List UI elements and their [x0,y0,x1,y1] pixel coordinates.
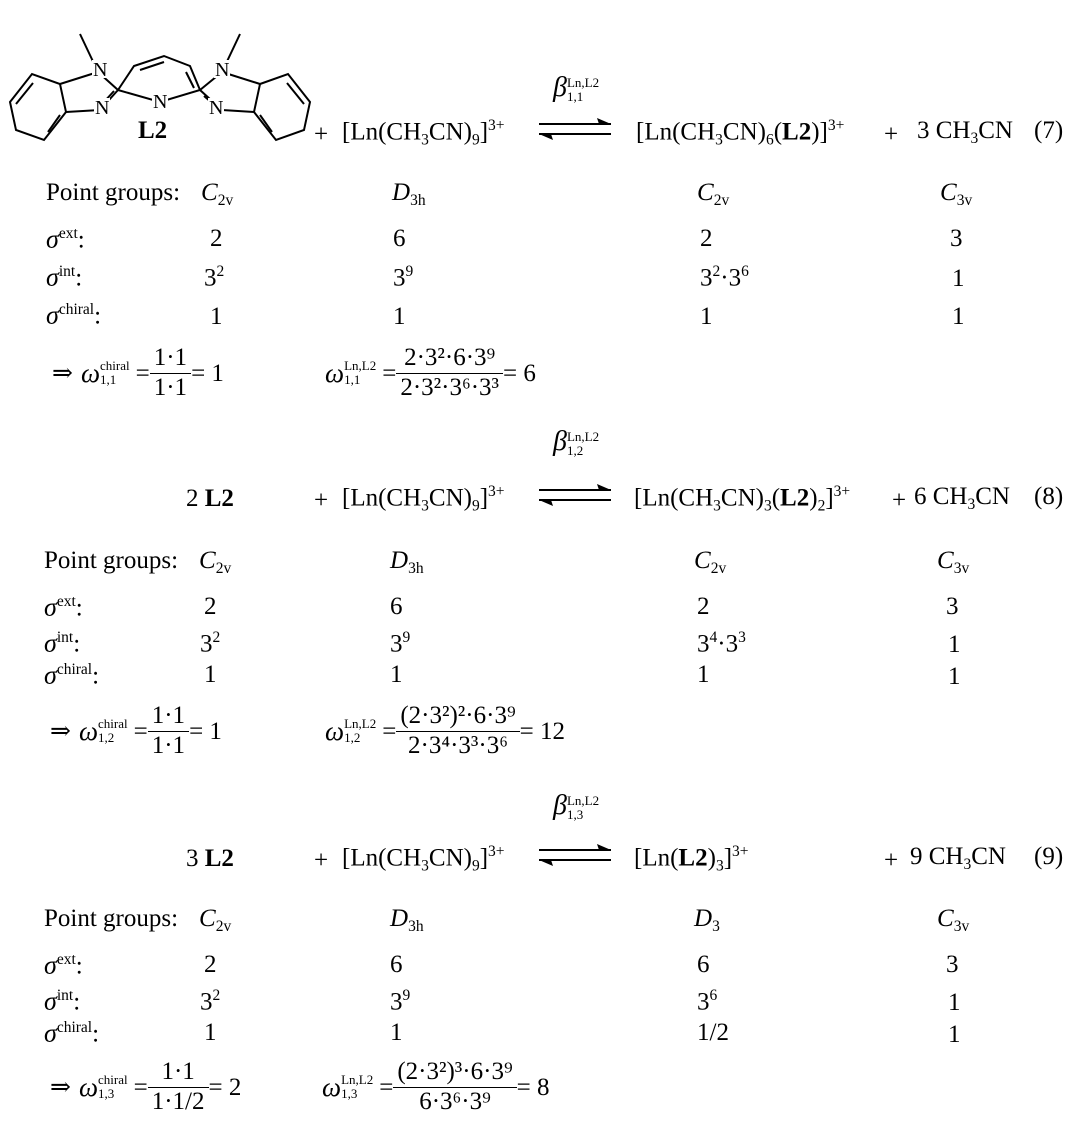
eq9-int-2: 36 [697,987,718,1016]
eq8-product: [Ln(CH3CN)3(L2)2]3+ [634,483,851,515]
eq8-plus: + [314,487,329,514]
eq9-byproduct: 9 CH3CN [910,843,1006,873]
eq8-pg-1: D3h [390,547,424,577]
eq9-product: [Ln(L2)3]3+ [634,843,749,875]
eq7-int-3: 1 [952,265,965,292]
eq7-chiral-1: 1 [393,303,406,330]
eq8-point-groups-label: Point groups: [44,547,179,574]
eq8-number: (8) [1034,483,1064,510]
eq7-pg-2: C2v [697,179,730,209]
eq7-plus2: + [884,121,899,148]
eq8-ext-0: 2 [204,593,217,620]
eq9-point-groups-label: Point groups: [44,905,179,932]
atom-n-pyridine: N [153,91,167,113]
eq8-plus2: + [892,487,907,514]
eq7-sigma-int-label: σint: [46,262,83,292]
eq8-int-0: 32 [200,629,221,658]
eq8-ext-1: 6 [390,593,403,620]
eq8-int-1: 39 [390,629,411,658]
eq7-ext-1: 6 [393,225,406,252]
eq7-int-0: 32 [204,263,225,292]
eq9-plus: + [314,847,329,874]
eq9-pg-2: D3 [694,905,720,935]
atom-n-left-upper: N [93,59,107,81]
atom-n-right-lower: N [209,97,223,119]
eq9-sigma-ext-label: σext: [44,950,83,980]
eq7-sigma-ext-label: σext: [46,224,85,254]
eq9-sigma-chiral-label: σchiral: [44,1018,100,1048]
eq8-chiral-1: 1 [390,661,403,688]
eq9-number: (9) [1034,843,1064,870]
eq9-chiral-0: 1 [204,1019,217,1046]
eq7-ext-3: 3 [950,225,963,252]
eq7-point-groups-label: Point groups: [46,179,181,206]
eq9-chiral-3: 1 [948,1021,961,1048]
eq8-pg-2: C2v [694,547,727,577]
eq7-int-2: 32·36 [700,263,749,292]
eq7-number: (7) [1034,117,1064,144]
eq9-ext-3: 3 [946,951,959,978]
eq9-pg-1: D3h [390,905,424,935]
eq7-sigma-chiral-label: σchiral: [46,300,102,330]
eq7-product: [Ln(CH3CN)6(L2)]3+ [636,117,845,149]
eq9-ligand: 3 L2 [186,845,234,872]
eq8-ext-2: 2 [697,593,710,620]
eq9-plus2: + [884,847,899,874]
eq8-sigma-ext-label: σext: [44,592,83,622]
eq9-int-0: 32 [200,987,221,1016]
eq8-reagent: [Ln(CH3CN)9]3+ [342,483,505,515]
eq7-pg-3: C3v [940,179,973,209]
eq7-int-1: 39 [393,263,414,292]
eq8-chiral-0: 1 [204,661,217,688]
eq8-equilibrium-arrow [539,484,611,506]
eq7-reagent: [Ln(CH3CN)9]3+ [342,117,505,149]
eq9-pg-3: C3v [937,905,970,935]
eq9-ext-1: 6 [390,951,403,978]
eq8-ext-3: 3 [946,593,959,620]
eq8-ligand: 2 L2 [186,485,234,512]
ligand-label: L2 [138,117,167,144]
eq7-plus: + [314,121,329,148]
eq9-pg-0: C2v [199,905,232,935]
atom-n-right-upper: N [215,59,229,81]
eq8-pg-0: C2v [199,547,232,577]
eq9-equilibrium-arrow [539,844,611,866]
eq9-chiral-2: 1/2 [697,1019,729,1046]
eq9-reagent: [Ln(CH3CN)9]3+ [342,843,505,875]
atom-n-left-lower: N [95,97,109,119]
eq7-byproduct: 3 CH3CN [917,117,1013,147]
eq7-equilibrium-arrow [539,118,611,140]
eq9-int-3: 1 [948,989,961,1016]
ligand-l2-structure: N N N N N L2 [8,33,312,144]
eq8-int-3: 1 [948,631,961,658]
eq7-pg-0: C2v [201,179,234,209]
eq9-sigma-int-label: σint: [44,986,81,1016]
eq8-int-2: 34·33 [697,629,746,658]
eq7-pg-1: D3h [392,179,426,209]
eq8-sigma-chiral-label: σchiral: [44,660,100,690]
eq9-int-1: 39 [390,987,411,1016]
eq8-pg-3: C3v [937,547,970,577]
eq8-byproduct: 6 CH3CN [914,483,1010,513]
eq7-chiral-0: 1 [210,303,223,330]
eq9-ext-2: 6 [697,951,710,978]
eq7-chiral-3: 1 [952,303,965,330]
eq7-ext-2: 2 [700,225,713,252]
eq8-chiral-3: 1 [948,663,961,690]
eq9-chiral-1: 1 [390,1019,403,1046]
eq7-ext-0: 2 [210,225,223,252]
eq7-chiral-2: 1 [700,303,713,330]
eq8-sigma-int-label: σint: [44,628,81,658]
eq9-ext-0: 2 [204,951,217,978]
eq8-chiral-2: 1 [697,661,710,688]
